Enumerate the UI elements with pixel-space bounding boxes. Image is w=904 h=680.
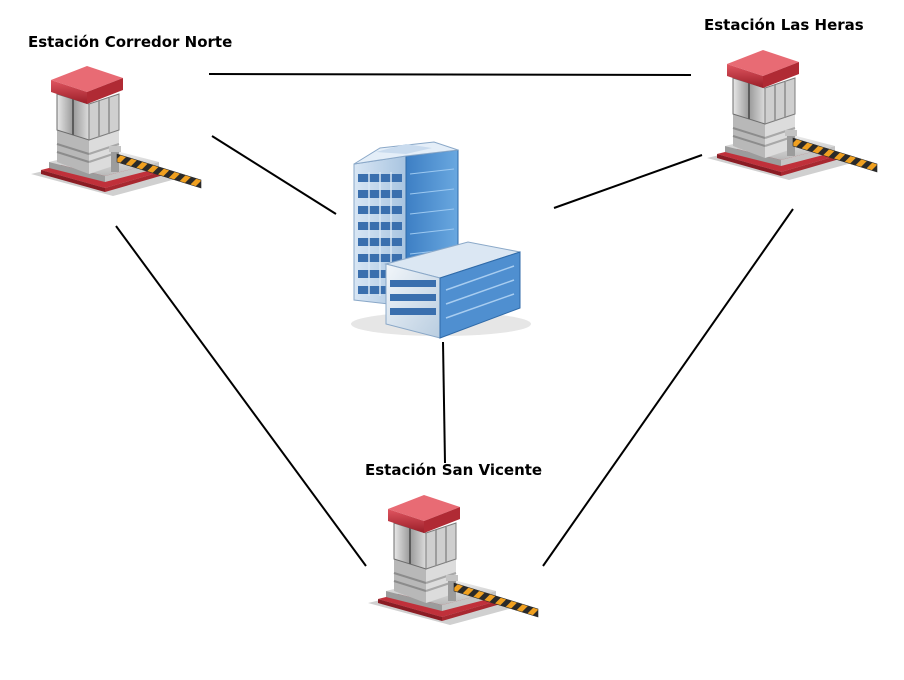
toll-booth-icon <box>706 49 878 181</box>
connection-center-sanvicente <box>442 341 446 464</box>
toll-booth-icon <box>30 65 202 197</box>
connection-norte-heras <box>208 73 692 76</box>
connection-lines <box>115 73 794 567</box>
station-label-corredor-norte: Estación Corredor Norte <box>28 33 233 51</box>
connection-heras-sanvicente <box>542 208 794 567</box>
station-label-las-heras: Estación Las Heras <box>704 16 864 34</box>
connection-heras-center <box>553 154 703 209</box>
station-label-san-vicente: Estación San Vicente <box>365 461 543 479</box>
connection-norte-sanvicente <box>115 225 367 567</box>
toll-booth-icon <box>367 494 539 626</box>
connection-norte-center <box>211 135 337 215</box>
office-building-icon <box>351 141 531 339</box>
